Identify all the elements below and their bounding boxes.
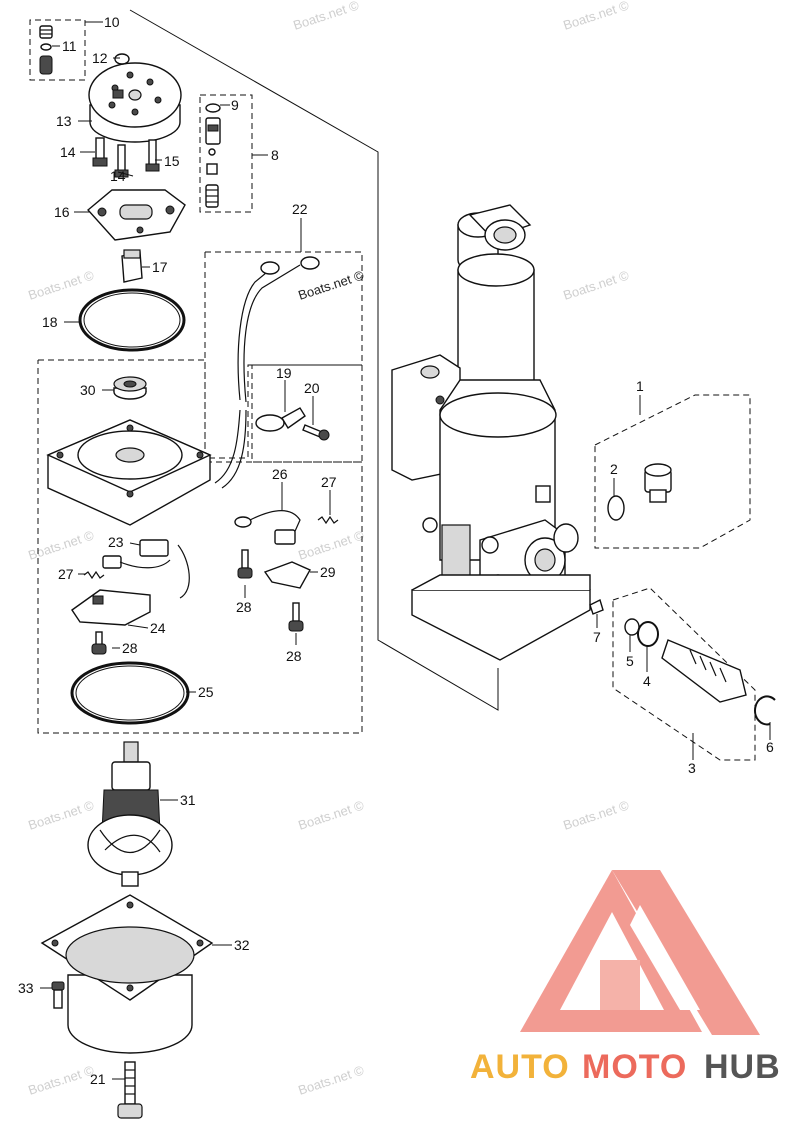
watermark-text: Boats.net © — [26, 527, 96, 562]
part-31-armature — [87, 741, 173, 887]
part-19-clamp — [255, 407, 306, 432]
watermark-text: Boats.net © — [291, 0, 361, 33]
watermark-text: Boats.net © — [296, 527, 366, 562]
callout-17: 17 — [152, 259, 168, 275]
watermark-text: Boats.net © — [296, 797, 366, 832]
watermark-text: Boats.net © — [561, 0, 631, 33]
part-22-harness — [214, 256, 320, 489]
callout-11: 11 — [62, 38, 77, 54]
part-8-valve-kit — [205, 103, 221, 208]
part-18-o-ring — [78, 288, 186, 352]
callout-14-second: 14 — [110, 168, 126, 184]
part-13-pump-head — [88, 53, 182, 143]
callout-13: 13 — [56, 113, 72, 129]
callout-24: 24 — [150, 620, 166, 636]
part-23-brush — [102, 539, 190, 599]
callout-16: 16 — [54, 204, 70, 220]
callout-27-second: 27 — [58, 566, 74, 582]
leader-lines — [40, 21, 771, 1080]
callout-21: 21 — [90, 1071, 106, 1087]
box-1 — [594, 394, 751, 549]
callout-8: 8 — [271, 147, 279, 163]
box-8 — [199, 94, 253, 213]
callout-32: 32 — [234, 937, 250, 953]
watermark-text: Boats.net © — [561, 267, 631, 302]
box-10 — [29, 19, 86, 81]
part-16-pump-body — [86, 189, 186, 241]
callout-29: 29 — [320, 564, 336, 580]
box-19-20 — [251, 364, 363, 463]
callout-22: 22 — [292, 201, 308, 217]
callout-3: 3 — [688, 760, 696, 776]
part-25-o-ring-inner — [75, 665, 185, 721]
part-2-washer — [607, 495, 625, 521]
part-26-lead — [234, 510, 301, 545]
trim-cylinder-housing — [391, 204, 591, 661]
watermark-text: Boats.net © — [26, 267, 96, 302]
callout-2: 2 — [610, 461, 618, 477]
part-1-filler-plug — [644, 463, 672, 503]
part-14-15-bolts — [92, 137, 160, 178]
callout-25: 25 — [198, 684, 214, 700]
callout-26: 26 — [272, 466, 288, 482]
part-20-screw — [302, 424, 330, 441]
part-24-brush-plate — [71, 589, 151, 626]
watermark-text: Boats.net © — [26, 797, 96, 832]
callout-33: 33 — [18, 980, 34, 996]
callout-1: 1 — [636, 378, 644, 394]
part-25-o-ring — [70, 661, 190, 725]
part-17-coupling — [121, 249, 143, 283]
callout-28: 28 — [236, 599, 252, 615]
motor-end-plate — [46, 419, 212, 526]
part-27-spring-b — [83, 570, 105, 580]
watermark-text: Boats.net © — [26, 1062, 96, 1097]
part-27-spring-a — [317, 515, 339, 525]
callout-14: 14 — [60, 144, 76, 160]
callout-10: 10 — [104, 14, 120, 30]
automotohub-logo — [520, 870, 760, 1035]
brand-text-hub: HUB — [704, 1048, 781, 1086]
callout-9: 9 — [231, 97, 239, 113]
callout-19: 19 — [276, 365, 292, 381]
part-21-bolt — [117, 1061, 143, 1119]
part-7-bushing — [589, 599, 604, 615]
callout-31: 31 — [180, 792, 196, 808]
part-29-brush-plate — [263, 561, 311, 589]
part-3-manual-valve — [624, 618, 776, 726]
part-18-o-ring-inner — [83, 292, 181, 348]
callout-28-second: 28 — [286, 648, 302, 664]
callout-labels: 10 11 12 13 14 14 15 16 17 18 9 8 22 19 … — [18, 14, 774, 1087]
watermark-text: Boats.net © — [296, 267, 366, 302]
callout-4: 4 — [643, 673, 651, 689]
part-33-screw — [51, 981, 65, 1009]
callout-15: 15 — [164, 153, 180, 169]
callout-6: 6 — [766, 739, 774, 755]
callout-18: 18 — [42, 314, 58, 330]
part-30-bearing — [113, 376, 147, 400]
brand-text-auto: AUTO — [470, 1048, 570, 1086]
callout-20: 20 — [304, 380, 320, 396]
box-3 — [612, 587, 756, 761]
callout-12: 12 — [92, 50, 108, 66]
watermark-text: Boats.net © — [561, 797, 631, 832]
watermark-text: Boats.net © — [296, 1062, 366, 1097]
part-10-valve-set — [39, 25, 53, 75]
brand-text-moto: MOTO — [582, 1048, 687, 1086]
housing-bracket-line — [129, 9, 499, 711]
callout-5: 5 — [626, 653, 634, 669]
part-32-motor-housing — [40, 894, 214, 1054]
group-boxes — [29, 9, 756, 761]
brand-wordmark: AUTO MOTO HUB — [470, 1048, 781, 1086]
callout-23: 23 — [108, 534, 124, 550]
callout-27: 27 — [321, 474, 337, 490]
box-main — [37, 359, 363, 734]
callout-28-third: 28 — [122, 640, 138, 656]
callout-30: 30 — [80, 382, 96, 398]
callout-7: 7 — [593, 629, 601, 645]
part-28-screws — [91, 549, 304, 655]
